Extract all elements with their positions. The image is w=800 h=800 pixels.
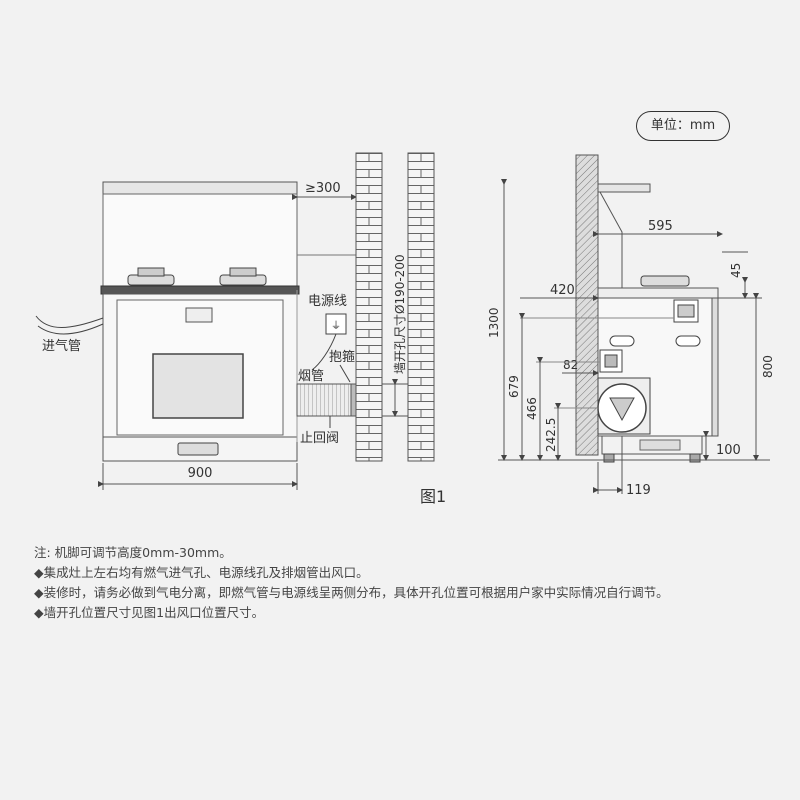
check-valve-label: 止回阀 [300, 431, 339, 446]
cooktop-surface [100, 285, 300, 295]
foot-left [603, 453, 615, 463]
smoke-pipe-label: 烟管 [298, 369, 324, 384]
dim-119-label: 119 [626, 483, 651, 498]
dim-100-label: 100 [716, 443, 741, 458]
smoke-pipe-duct [296, 383, 352, 417]
figure-caption: 图1 [420, 487, 446, 506]
dim-679-label: 679 [507, 375, 521, 398]
wall-hole-dim-label: 墙开孔尺寸Ø190-200 [393, 254, 407, 374]
dim-45-label: 45 [729, 263, 743, 278]
unit-badge: 单位：mm [636, 111, 730, 141]
dim-242-5-label: 242.5 [544, 418, 558, 452]
power-cord-line [311, 333, 337, 371]
vent-oval-right [675, 335, 701, 347]
width-dim-label: 900 [188, 466, 213, 481]
side-front-panel [711, 297, 719, 437]
note-line: ◆装修时，请务必做到气电分离，即燃气管与电源线呈两侧分布，具体开孔位置可根据用户… [34, 585, 669, 600]
side-cooktop [597, 287, 719, 299]
foot-right [689, 453, 701, 463]
power-cord-label: 电源线 [308, 294, 347, 309]
installation-notes: 注: 机脚可调节高度0mm-30mm。 ◆集成灶上左右均有燃气进气孔、电源线孔及… [34, 543, 774, 623]
oven-display [185, 307, 213, 323]
dim-420-label: 420 [550, 283, 575, 298]
oven-window [152, 353, 244, 419]
note-line: ◆集成灶上左右均有燃气进气孔、电源线孔及排烟管出风口。 [34, 565, 369, 580]
wall-gap-dim-label: ≥300 [305, 181, 341, 196]
side-burner-icon [640, 275, 690, 287]
gas-inlet-label: 进气管 [42, 338, 81, 354]
side-wall [575, 154, 599, 456]
burner-right-icon [219, 267, 267, 286]
hood-top [102, 181, 298, 195]
clamp-label: 抱箍 [329, 349, 355, 365]
note-line: ◆墙开孔位置尺寸见图1出风口位置尺寸。 [34, 605, 265, 620]
burner-left-icon [127, 267, 175, 286]
note-line: 注: 机脚可调节高度0mm-30mm。 [34, 545, 232, 560]
backsplash [102, 193, 298, 291]
vent-oval-left [609, 335, 635, 347]
side-hood-top [597, 183, 651, 193]
gas-inlet-pipe [35, 315, 104, 328]
side-view: 595 45 420 1300 800 679 82 466 242.5 100 [487, 154, 775, 498]
socket-symbol: ⏚ [331, 320, 341, 332]
check-valve-body [350, 383, 357, 417]
brick-wall-left [355, 152, 383, 462]
dim-1300-label: 1300 [487, 307, 501, 338]
front-view: 进气管 900 ≥300 电源线 ⏚ 抱箍 烟管 止回阀 墙开 [35, 152, 446, 506]
dim-466-label: 466 [525, 397, 539, 420]
dim-800-label: 800 [761, 355, 775, 378]
dim-595-label: 595 [648, 219, 673, 234]
drawer-handle [177, 442, 219, 456]
dim-82-label: 82 [563, 358, 578, 372]
brick-wall-right [407, 152, 435, 462]
